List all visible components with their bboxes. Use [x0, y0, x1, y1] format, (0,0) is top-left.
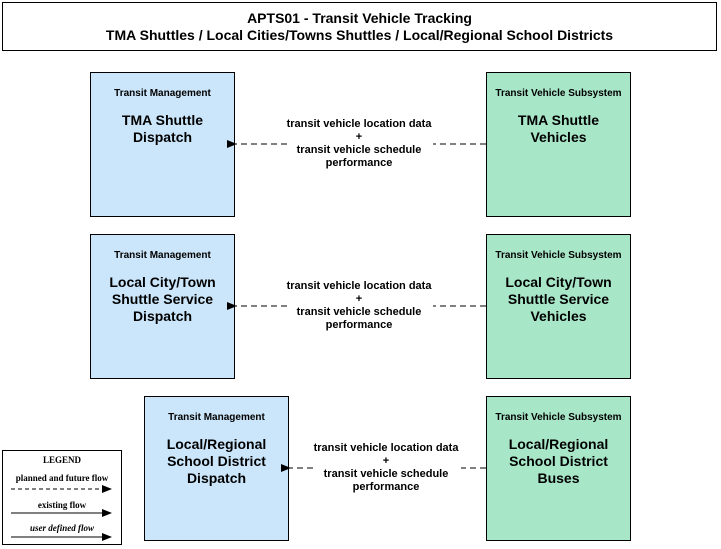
flow-label-line: performance	[352, 481, 420, 493]
node-local-city-town-shuttle-vehicles: Transit Vehicle Subsystem Local City/Tow…	[486, 234, 631, 379]
flow-label-line: performance	[325, 319, 393, 331]
legend-user-label: user defined flow	[30, 523, 94, 533]
diagram-title: APTS01 - Transit Vehicle Tracking	[247, 10, 472, 26]
node-category: Transit Management	[114, 250, 211, 261]
flow-label-line: transit vehicle schedule	[323, 468, 449, 480]
node-name: Local/Regional School District Dispatch	[166, 436, 267, 486]
flow-label-line: performance	[325, 157, 393, 169]
node-name: Local City/Town Shuttle Service Dispatch	[109, 274, 216, 324]
node-category: Transit Vehicle Subsystem	[495, 412, 622, 423]
node-category: Transit Management	[168, 412, 265, 423]
node-local-regional-school-district-buses: Transit Vehicle Subsystem Local/Regional…	[486, 396, 631, 541]
node-name: TMA Shuttle Dispatch	[121, 112, 204, 145]
flow-label-line: transit vehicle location data	[286, 118, 432, 130]
flow-label: transit vehicle location data + transit …	[296, 442, 476, 494]
node-tma-shuttle-dispatch: Transit Management TMA Shuttle Dispatch	[90, 72, 235, 217]
diagram-title-box: APTS01 - Transit Vehicle Tracking TMA Sh…	[2, 2, 717, 51]
flow-label-line: transit vehicle location data	[313, 442, 459, 454]
flow-label: transit vehicle location data + transit …	[269, 280, 449, 332]
flow-label-line: transit vehicle location data	[286, 280, 432, 292]
node-name: Local/Regional School District Buses	[508, 436, 609, 486]
node-category: Transit Vehicle Subsystem	[495, 88, 622, 99]
flow-label: transit vehicle location data + transit …	[269, 118, 449, 170]
flow-label-line: +	[355, 293, 363, 305]
legend-box: LEGEND planned and future flow existing …	[2, 450, 122, 545]
node-tma-shuttle-vehicles: Transit Vehicle Subsystem TMA Shuttle Ve…	[486, 72, 631, 217]
legend-existing-label: existing flow	[37, 500, 87, 510]
legend-lines	[11, 485, 112, 541]
flow-label-line: +	[355, 131, 363, 143]
diagram-subtitle: TMA Shuttles / Local Cities/Towns Shuttl…	[105, 27, 614, 43]
node-local-regional-school-district-dispatch: Transit Management Local/Regional School…	[144, 396, 289, 541]
node-category: Transit Management	[114, 88, 211, 99]
flow-label-line: transit vehicle schedule	[296, 306, 422, 318]
node-category: Transit Vehicle Subsystem	[495, 250, 622, 261]
legend-planned-label: planned and future flow	[15, 473, 109, 483]
flow-label-line: +	[382, 455, 390, 467]
node-name: Local City/Town Shuttle Service Vehicles	[505, 274, 612, 324]
node-local-city-town-shuttle-dispatch: Transit Management Local City/Town Shutt…	[90, 234, 235, 379]
flow-label-line: transit vehicle schedule	[296, 144, 422, 156]
legend-title: LEGEND	[42, 455, 81, 465]
node-name: TMA Shuttle Vehicles	[517, 112, 600, 145]
